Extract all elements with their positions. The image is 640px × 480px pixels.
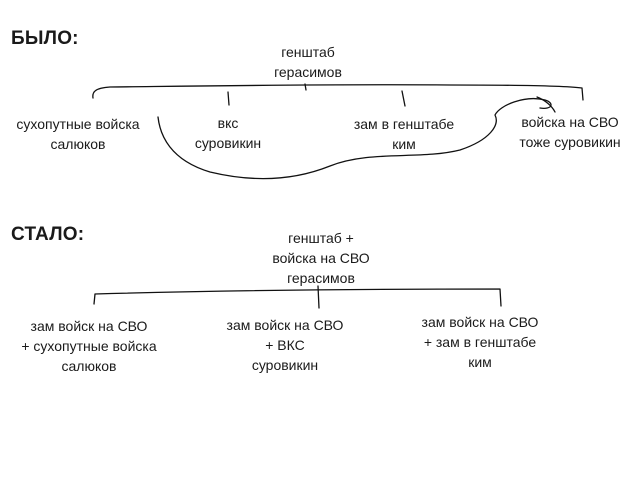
before-child-line: тоже суровикин (519, 134, 621, 150)
after-child-vks: зам войск на СВО + ВКС суровикин (214, 315, 356, 375)
before-bracket (92, 84, 584, 101)
before-child-line: суровикин (194, 135, 262, 151)
before-child-vks: вкс суровикин (176, 113, 280, 153)
after-child-line: + ВКС (265, 337, 305, 353)
after-child-line: + сухопутные войска (21, 338, 157, 354)
before-child-line: салюков (50, 136, 106, 152)
before-root-node: генштаб герасимов (258, 42, 358, 82)
after-child-line: суровикин (251, 357, 319, 373)
before-root-line: герасимов (274, 64, 342, 80)
after-child-line: + зам в генштабе (423, 334, 537, 350)
after-child-deputy-genshtab: зам войск на СВО + зам в генштабе ким (404, 312, 556, 372)
after-root-line: герасимов (287, 270, 355, 286)
after-child-line: зам войск на СВО (421, 314, 539, 330)
before-root-connector (304, 83, 307, 91)
after-child-line: зам войск на СВО (30, 318, 148, 334)
before-child-svo-forces: войска на СВО тоже суровикин (506, 112, 634, 152)
before-child-deputy-genshtab: зам в генштабе ким (340, 114, 468, 154)
after-child-ground-forces: зам войск на СВО + сухопутные войска сал… (4, 316, 174, 376)
after-child-line: ким (468, 354, 492, 370)
before-loop-hook (536, 96, 556, 113)
before-root-line: генштаб (281, 44, 335, 60)
after-heading: СТАЛО: (11, 224, 85, 245)
before-child-line: войска на СВО (521, 114, 619, 130)
before-heading: БЫЛО: (11, 28, 79, 49)
before-child-line: зам в генштабе (353, 116, 455, 132)
before-child-line: ким (392, 136, 416, 152)
after-root-line: войска на СВО (272, 250, 370, 266)
before-child-line: сухопутные войска (16, 116, 140, 132)
after-root-line: генштаб + (288, 230, 354, 246)
after-child-line: салюков (61, 358, 117, 374)
before-drop-zam (401, 90, 406, 107)
after-root-connector (317, 285, 320, 309)
before-drop-vks (227, 91, 230, 106)
before-child-ground-forces: сухопутные войска салюков (2, 114, 154, 154)
after-root-node: генштаб + войска на СВО герасимов (258, 228, 384, 288)
after-child-line: зам войск на СВО (226, 317, 344, 333)
after-bracket (93, 288, 502, 307)
before-child-line: вкс (217, 115, 239, 131)
